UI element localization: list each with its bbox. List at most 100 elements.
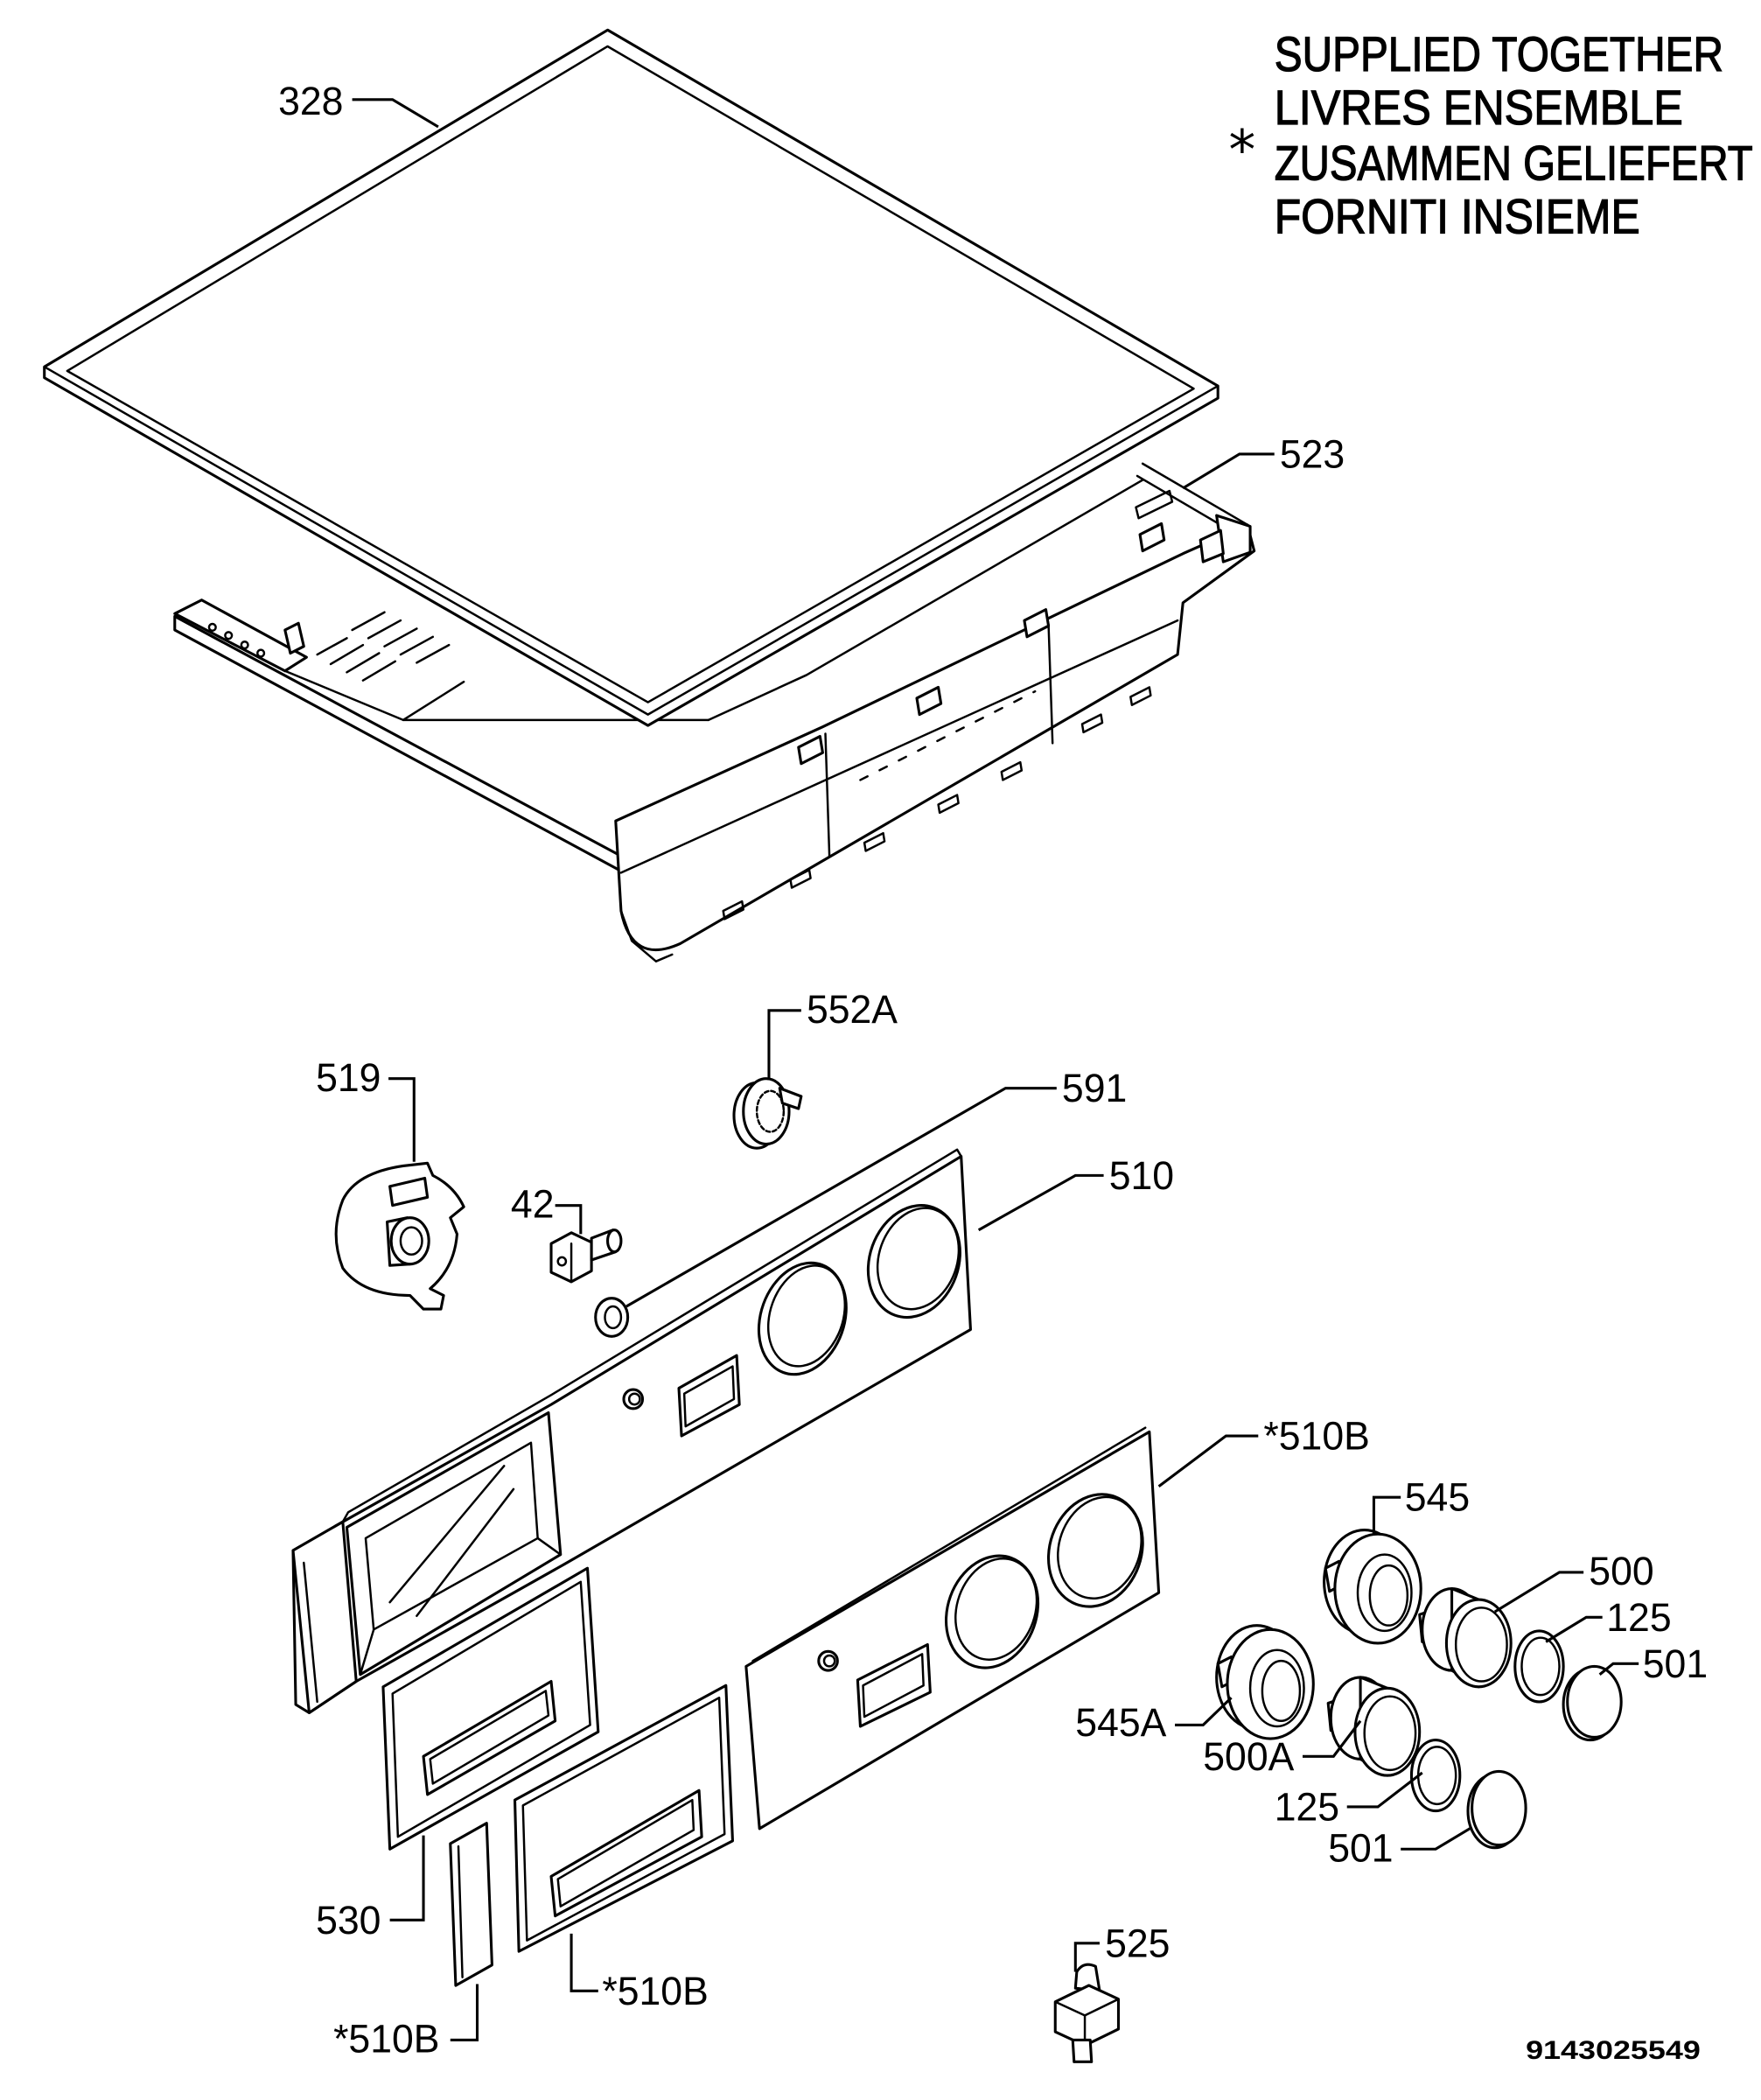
overlay-display-window bbox=[856, 1642, 932, 1728]
legend-line-italian: FORNITI INSIEME bbox=[1275, 189, 1640, 243]
label-42: 42 bbox=[511, 1181, 555, 1226]
fascia-knob-hole-rim bbox=[876, 1207, 961, 1311]
frame-divider bbox=[1047, 623, 1054, 745]
frame-back-edge bbox=[707, 479, 1144, 722]
leader-591 bbox=[625, 1087, 1057, 1308]
washer-outer bbox=[594, 1297, 630, 1338]
frame-slot bbox=[1129, 686, 1152, 706]
frame-tab bbox=[1023, 608, 1051, 639]
leader-545a bbox=[1175, 1697, 1233, 1726]
leader-510 bbox=[977, 1173, 1104, 1232]
label-500a: 500A bbox=[1203, 1734, 1294, 1779]
vent-rib bbox=[416, 643, 451, 664]
ring-outer bbox=[1513, 1629, 1565, 1704]
frame-inner-plate-edge bbox=[402, 680, 465, 722]
ring-tab bbox=[778, 1087, 803, 1110]
label-510b-strip: *510B bbox=[333, 2016, 439, 2061]
frame-tab bbox=[797, 735, 824, 766]
vent-rib bbox=[399, 635, 435, 656]
label-510b-overlay: *510B bbox=[1263, 1413, 1369, 1458]
vent-rib bbox=[346, 652, 381, 674]
bracket-boss-face bbox=[389, 1216, 430, 1266]
leader-545 bbox=[1372, 1495, 1401, 1536]
frame-slot bbox=[1000, 760, 1024, 781]
part-510-control-fascia bbox=[291, 1148, 972, 1714]
bezel-inner-opening bbox=[1261, 1659, 1302, 1722]
top-cover-front-edge bbox=[43, 365, 1219, 716]
frame-slot bbox=[789, 869, 812, 889]
vent-rib bbox=[351, 611, 386, 632]
part-501-cap-upper bbox=[1562, 1664, 1623, 1742]
legend-line-german: ZUSAMMEN GELIEFERT bbox=[1275, 136, 1753, 190]
fascia-indicator-hole-rim bbox=[627, 1392, 641, 1406]
handle-cover-slot-rim bbox=[429, 1690, 550, 1785]
frame-plate-hole bbox=[207, 622, 217, 633]
overlay-knob-hole bbox=[944, 1554, 1040, 1670]
frame-slot bbox=[722, 900, 744, 920]
ring-inner bbox=[1520, 1636, 1561, 1697]
leader-500a bbox=[1303, 1719, 1362, 1758]
middle-insert-border bbox=[521, 1697, 726, 1942]
block-hole bbox=[556, 1256, 568, 1267]
leader-523 bbox=[1182, 452, 1275, 490]
leader-510b-middle bbox=[570, 1933, 598, 1992]
label-591: 591 bbox=[1062, 1066, 1127, 1110]
leader-525 bbox=[1073, 1942, 1100, 1972]
leader-42 bbox=[555, 1204, 583, 1235]
fascia-knob-hole-rim bbox=[766, 1264, 847, 1368]
label-545a: 545A bbox=[1075, 1700, 1166, 1745]
part-500a-knob bbox=[1326, 1676, 1422, 1777]
vent-rib bbox=[329, 643, 365, 666]
fascia-knob-hole bbox=[866, 1204, 961, 1320]
ring-outer bbox=[1409, 1739, 1462, 1813]
vent-rib bbox=[361, 660, 397, 682]
part-519-bracket bbox=[334, 1161, 465, 1311]
overlay-display-window-rim bbox=[862, 1653, 925, 1718]
label-501-lower: 501 bbox=[1328, 1825, 1393, 1870]
part-591-washer bbox=[594, 1297, 630, 1338]
leader-530 bbox=[389, 1835, 425, 1922]
label-328: 328 bbox=[278, 79, 343, 123]
middle-insert-slot-rim bbox=[556, 1798, 695, 1908]
part-530-handle-cover bbox=[381, 1566, 600, 1851]
part-125-ring-upper bbox=[1513, 1629, 1565, 1704]
leader-510b-overlay bbox=[1157, 1434, 1259, 1488]
ring-toothed-bore bbox=[755, 1089, 786, 1133]
cap-face bbox=[1566, 1664, 1623, 1740]
leader-lines bbox=[352, 98, 1639, 2041]
bezel-opening bbox=[1356, 1553, 1413, 1633]
block-pin-end bbox=[606, 1228, 623, 1254]
frame-plate-hole bbox=[224, 631, 234, 640]
label-552a: 552A bbox=[807, 987, 898, 1032]
middle-insert-slot bbox=[549, 1788, 703, 1918]
part-525-clip bbox=[1053, 1963, 1121, 2063]
frame-slot bbox=[863, 831, 886, 852]
leader-328 bbox=[352, 98, 439, 129]
clip-tab bbox=[1071, 2038, 1094, 2063]
part-labels: 328 523 552A 519 591 42 510 *510B 545 50… bbox=[278, 79, 1708, 2062]
label-125-lower: 125 bbox=[1275, 1784, 1339, 1829]
knob-front-recess bbox=[1363, 1695, 1417, 1772]
fascia-drawer-front-edge bbox=[303, 1561, 318, 1704]
part-328-top-cover bbox=[43, 28, 1219, 727]
leader-510b-strip bbox=[450, 1984, 479, 2041]
frame-divider bbox=[824, 732, 831, 858]
bracket-boss-bore bbox=[399, 1226, 423, 1256]
cap-face bbox=[1471, 1769, 1527, 1847]
fascia-recess-corner bbox=[359, 1628, 375, 1676]
fascia-top-edge bbox=[341, 1148, 962, 1523]
bezel-inner-opening bbox=[1368, 1564, 1409, 1627]
frame-left-hook bbox=[619, 909, 674, 962]
frame-plate-hole bbox=[256, 648, 266, 658]
leader-125-lower bbox=[1346, 1771, 1423, 1809]
frame-top-rail bbox=[1141, 462, 1252, 528]
part-545a-bezel bbox=[1215, 1624, 1315, 1740]
legend-line-english: SUPPLIED TOGETHER bbox=[1275, 27, 1723, 81]
fascia-recess-slope bbox=[388, 1465, 506, 1604]
bracket-top-tab bbox=[388, 1176, 430, 1208]
leader-519 bbox=[388, 1077, 416, 1162]
overlay-indicator-hole-rim bbox=[822, 1654, 836, 1668]
leader-501-upper bbox=[1598, 1662, 1639, 1676]
leader-500 bbox=[1493, 1571, 1584, 1614]
washer-inner bbox=[604, 1305, 623, 1330]
